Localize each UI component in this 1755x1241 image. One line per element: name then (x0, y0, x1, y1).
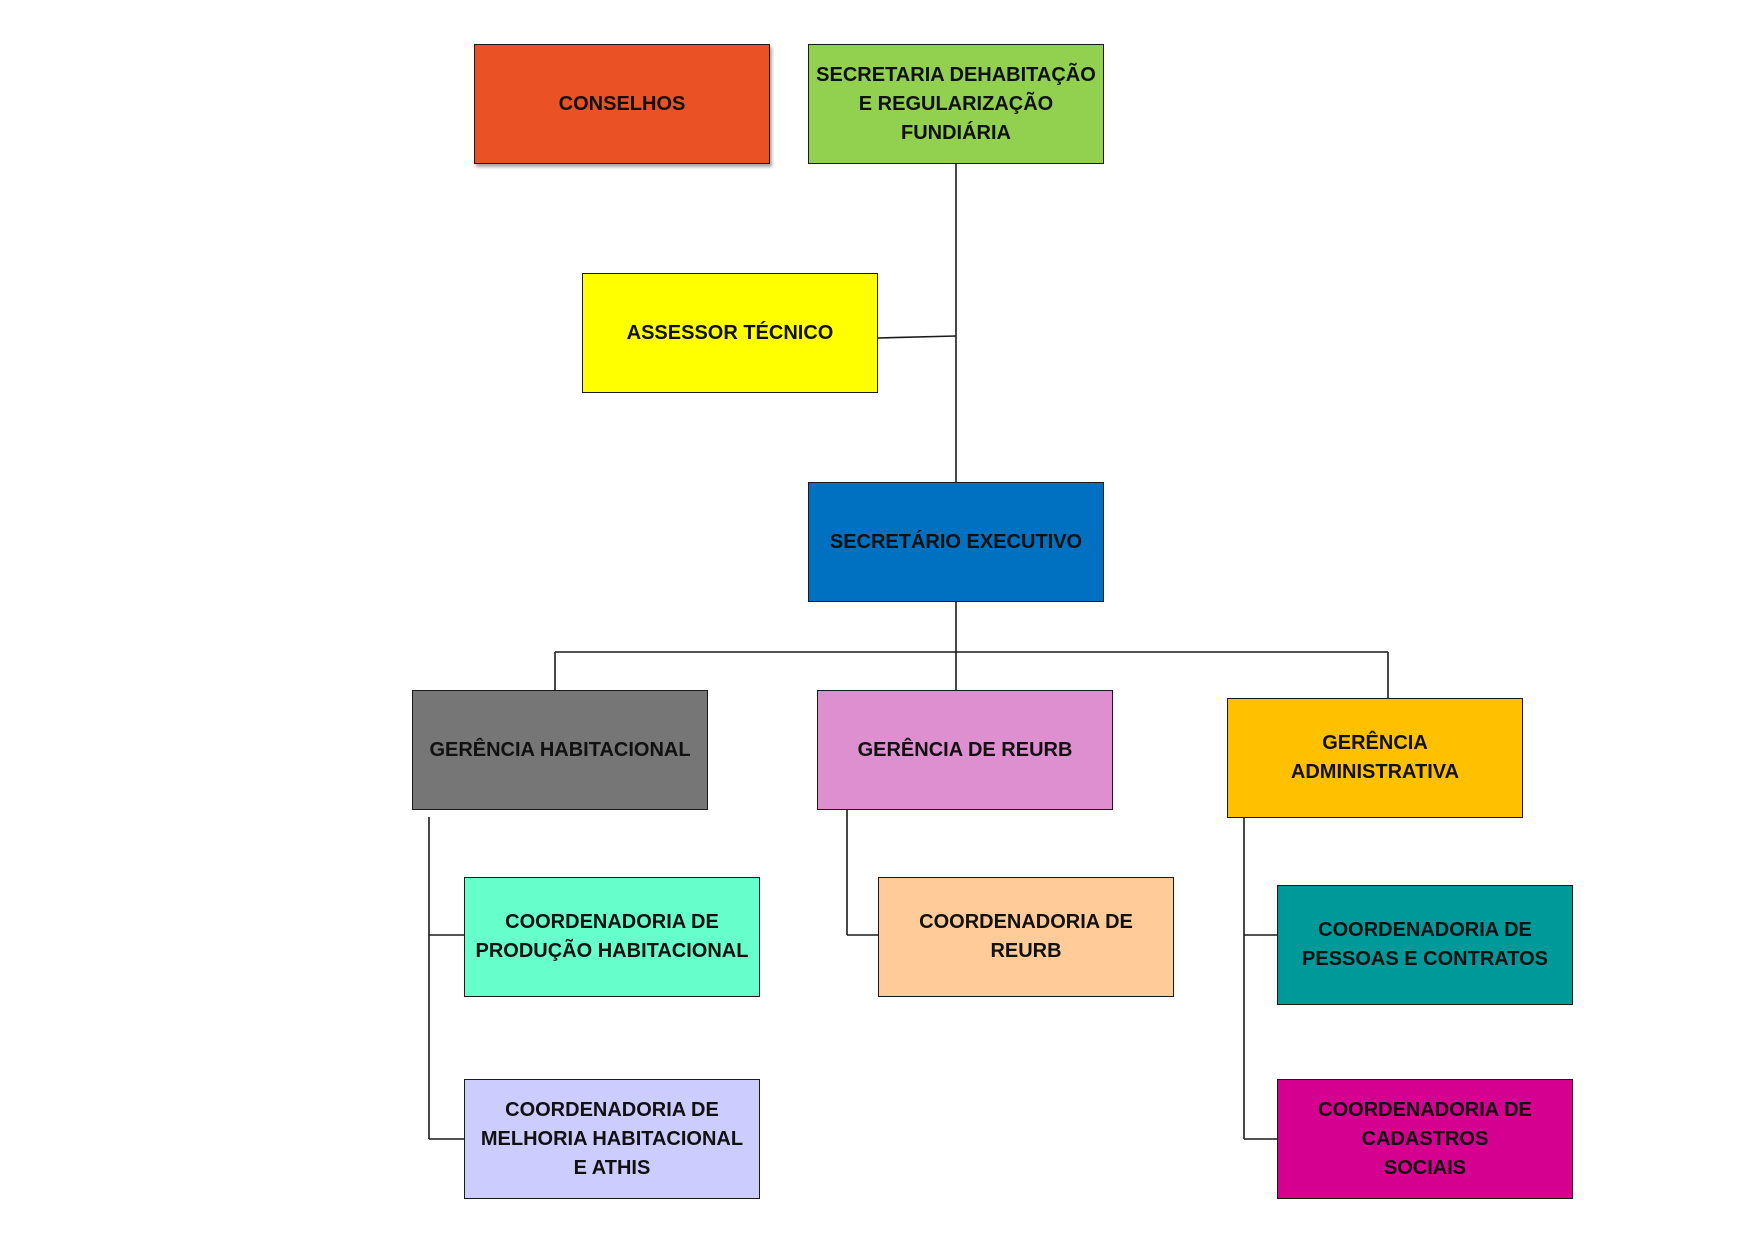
assessor-tecnico-label: ASSESSOR TÉCNICO (626, 321, 834, 344)
conselhos-box: CONSELHOS (474, 44, 770, 164)
coordenadoria-pessoas-label: COORDENADORIA DE PESSOAS E CONTRATOS (1302, 919, 1548, 970)
coordenadoria-producao-box: COORDENADORIA DE PRODUÇÃO HABITACIONAL (464, 877, 760, 997)
gerencia-habitacional-box: GERÊNCIA HABITACIONAL (412, 690, 708, 810)
secretario-executivo-label: SECRETÁRIO EXECUTIVO (829, 530, 1083, 553)
assessor-tecnico-box: ASSESSOR TÉCNICO (582, 273, 878, 393)
secretaria-habitacao-label: SECRETARIA DEHABITAÇÃO E REGULARIZAÇÃO F… (816, 63, 1096, 144)
gerencia-reurb-label: GERÊNCIA DE REURB (857, 738, 1073, 761)
conselhos-label: CONSELHOS (558, 92, 686, 115)
coordenadoria-melhoria-label: COORDENADORIA DE MELHORIA HABITACIONAL E… (480, 1098, 744, 1179)
coordenadoria-cadastros-box: COORDENADORIA DE CADASTROS SOCIAIS (1277, 1079, 1573, 1199)
secretario-executivo-box: SECRETÁRIO EXECUTIVO (808, 482, 1104, 602)
coordenadoria-producao-label: COORDENADORIA DE PRODUÇÃO HABITACIONAL (475, 911, 749, 962)
gerencia-administrativa-box: GERÊNCIA ADMINISTRATIVA (1227, 698, 1523, 818)
coordenadoria-reurb-label: COORDENADORIA DE REURB (919, 911, 1133, 962)
connector-assessor (877, 335, 957, 339)
coordenadoria-reurb-box: COORDENADORIA DE REURB (878, 877, 1174, 997)
gerencia-reurb-box: GERÊNCIA DE REURB (817, 690, 1113, 810)
coordenadoria-pessoas-box: COORDENADORIA DE PESSOAS E CONTRATOS (1277, 885, 1573, 1005)
secretaria-habitacao-box: SECRETARIA DEHABITAÇÃO E REGULARIZAÇÃO F… (808, 44, 1104, 164)
coordenadoria-melhoria-box: COORDENADORIA DE MELHORIA HABITACIONAL E… (464, 1079, 760, 1199)
gerencia-habitacional-label: GERÊNCIA HABITACIONAL (429, 738, 691, 761)
gerencia-administrativa-label: GERÊNCIA ADMINISTRATIVA (1290, 732, 1460, 783)
coordenadoria-cadastros-label: COORDENADORIA DE CADASTROS SOCIAIS (1318, 1098, 1532, 1179)
